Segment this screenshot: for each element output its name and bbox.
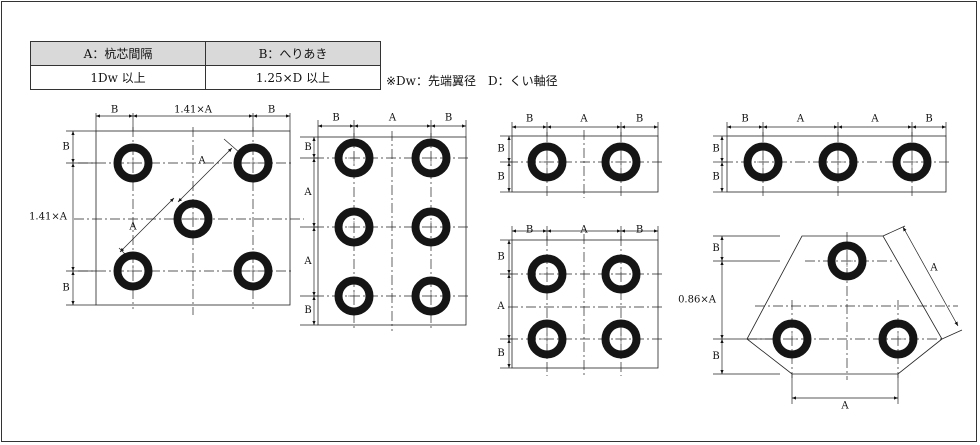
pile-ring — [527, 319, 567, 359]
dimension-label: 1.41×A — [29, 212, 68, 223]
dimension-label: A — [128, 222, 137, 233]
value-pile-spacing: 1Dw 以上 — [30, 65, 206, 90]
dimension-label: B — [636, 114, 643, 125]
pile-ring — [411, 276, 451, 316]
dimension-label: B — [497, 144, 504, 155]
dimension-label: A — [303, 187, 312, 198]
dimension-label: B — [304, 142, 311, 153]
dimension-label: B — [62, 142, 69, 153]
dimension-label: B — [332, 113, 339, 124]
pile-ring — [772, 319, 812, 359]
dimension-label: A — [197, 156, 206, 167]
dimension-label: B — [62, 283, 69, 294]
dimension-label: A — [796, 114, 805, 125]
dimension-arrow — [177, 147, 233, 203]
dimension-label: B — [526, 114, 533, 125]
dimension-label: 0.86×A — [678, 295, 717, 306]
pile-ring — [233, 143, 273, 183]
pile-ring — [334, 276, 374, 316]
dimension-label: B — [712, 351, 719, 362]
dimension-label: A — [303, 256, 312, 267]
dimension-label: A — [496, 301, 505, 312]
dimension-label: A — [929, 263, 938, 274]
dimension-label: B — [636, 225, 643, 236]
pile-ring — [527, 254, 567, 294]
footing-outline — [511, 135, 659, 193]
extension-line — [882, 225, 906, 237]
pile-ring — [334, 138, 374, 178]
dimension-label: B — [741, 114, 748, 125]
pile-ring — [113, 143, 153, 183]
dimension-label: A — [840, 401, 849, 412]
dimension-label: B — [111, 105, 118, 116]
pile-ring — [601, 319, 641, 359]
dimension-label: B — [712, 172, 719, 183]
footing-outline — [746, 235, 943, 375]
symbol-note: ※Dw：先端翼径 D：くい軸径 — [386, 74, 558, 88]
dimension-label: A — [579, 114, 588, 125]
spacing-spec-table: A：杭芯間隔 B：へりあき 1Dw 以上 1.25×D 以上 — [30, 41, 381, 90]
header-edge-distance: B：へりあき — [205, 41, 381, 66]
pile-ring — [743, 142, 783, 182]
pile-ring — [527, 142, 567, 182]
pile-ring — [818, 142, 858, 182]
pile-ring — [233, 251, 273, 291]
dimension-label: B — [497, 172, 504, 183]
dimension-label: B — [526, 225, 533, 236]
dimension-label: A — [388, 113, 397, 124]
pile-ring — [878, 319, 918, 359]
footing-outline — [511, 239, 659, 369]
dimension-label: A — [579, 225, 588, 236]
leader-line — [223, 138, 241, 154]
pile-ring — [411, 138, 451, 178]
dimension-label: B — [268, 105, 275, 116]
dimension-label: B — [712, 243, 719, 254]
value-edge-distance: 1.25×D 以上 — [205, 65, 381, 90]
pile-ring — [601, 254, 641, 294]
dimension-label: B — [497, 348, 504, 359]
pile-ring — [827, 241, 867, 281]
footing-outline — [726, 135, 947, 193]
dimension-arrow — [902, 226, 959, 327]
dimension-arrow — [119, 197, 175, 253]
pile-ring — [113, 251, 153, 291]
dimension-label: B — [304, 305, 311, 316]
dimension-label: B — [925, 114, 932, 125]
pile-ring — [334, 207, 374, 247]
pile-ring — [892, 142, 932, 182]
dimension-label: 1.41×A — [174, 105, 213, 116]
dimension-label: B — [712, 144, 719, 155]
dimension-label: B — [445, 113, 452, 124]
dimension-label: A — [870, 114, 879, 125]
dimension-label: B — [497, 252, 504, 263]
pile-ring — [173, 199, 213, 239]
extension-line — [941, 329, 963, 340]
pile-ring — [601, 142, 641, 182]
pile-ring — [411, 207, 451, 247]
